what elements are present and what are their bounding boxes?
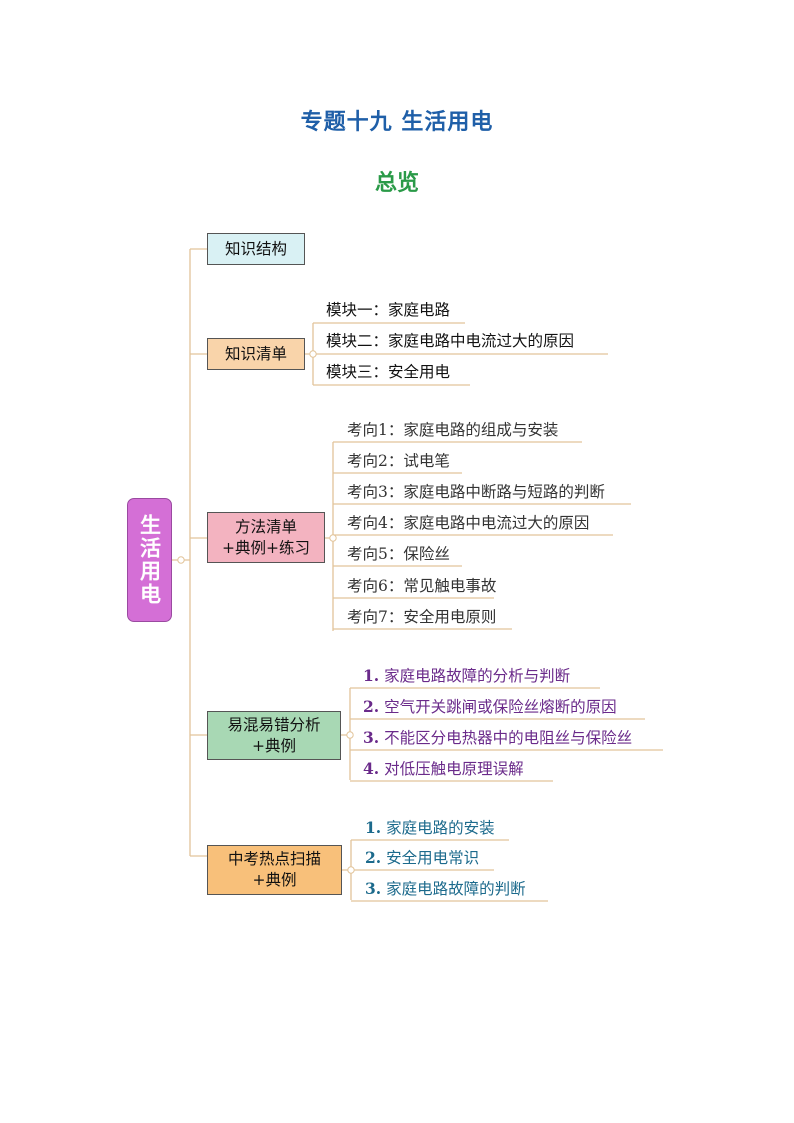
list-item: 考向4：家庭电路中电流过大的原因 (347, 514, 590, 532)
root-node: 生活用电 (127, 498, 172, 622)
list-item: 模块二：家庭电路中电流过大的原因 (326, 332, 575, 350)
item-number: 1. (363, 666, 380, 685)
item-text: 不能区分电热器中的电阻丝与保险丝 (384, 729, 633, 747)
item-number: 2. (365, 848, 382, 867)
item-number: 3. (365, 879, 382, 898)
branch-exam-hotspots: 中考热点扫描 +典例 (207, 845, 342, 895)
list-item: 4. 对低压触电原理误解 (363, 759, 524, 779)
item-number: 2. (363, 697, 380, 716)
branch-label-line: +典例 (252, 871, 297, 889)
branch-label-line: +典例 (252, 736, 296, 755)
list-item: 考向2：试电笔 (347, 452, 450, 470)
item-number: 3. (363, 728, 380, 747)
item-text: 空气开关跳闸或保险丝熔断的原因 (384, 698, 617, 716)
page-title: 专题十九 生活用电 (300, 110, 494, 135)
branch-label-line: 易混易错分析 (227, 715, 321, 734)
list-item: 模块一：家庭电路 (326, 301, 451, 319)
item-number: 1. (365, 818, 382, 837)
branch-label-line: 方法清单 (234, 517, 297, 536)
list-item: 考向6：常见触电事故 (347, 577, 497, 595)
list-item: 模块三：安全用电 (326, 363, 451, 381)
list-item: 考向5：保险丝 (347, 545, 450, 563)
item-text: 家庭电路故障的判断 (386, 880, 526, 898)
branch-confusion-analysis: 易混易错分析 +典例 (207, 711, 341, 760)
list-item: 2. 空气开关跳闸或保险丝熔断的原因 (363, 697, 617, 717)
page-subtitle: 总览 (374, 171, 419, 196)
branch-knowledge-structure: 知识结构 (207, 233, 305, 265)
root-knob (177, 556, 185, 564)
item-number: 4. (363, 759, 380, 778)
branch-label: 知识清单 (224, 344, 287, 363)
list-item: 考向1：家庭电路的组成与安装 (347, 421, 559, 439)
item-text: 家庭电路的安装 (386, 819, 495, 837)
branch-knowledge-list: 知识清单 (207, 338, 305, 370)
list-item: 3. 不能区分电热器中的电阻丝与保险丝 (363, 728, 632, 748)
list-item: 1. 家庭电路的安装 (365, 818, 495, 838)
item-text: 对低压触电原理误解 (384, 760, 524, 778)
list-item: 考向3：家庭电路中断路与短路的判断 (347, 483, 605, 501)
item-text: 安全用电常识 (386, 849, 480, 867)
list-item: 1. 家庭电路故障的分析与判断 (363, 666, 570, 686)
branch-label-line: 中考热点扫描 (227, 850, 321, 868)
item-text: 家庭电路故障的分析与判断 (384, 667, 571, 685)
branch-label-line: +典例+练习 (222, 538, 310, 557)
list-item: 考向7：安全用电原则 (347, 608, 497, 626)
list-item: 3. 家庭电路故障的判断 (365, 879, 526, 899)
branch-methods: 方法清单 +典例+练习 (207, 512, 325, 563)
list-item: 2. 安全用电常识 (365, 848, 479, 868)
branch-label: 知识结构 (224, 239, 287, 258)
